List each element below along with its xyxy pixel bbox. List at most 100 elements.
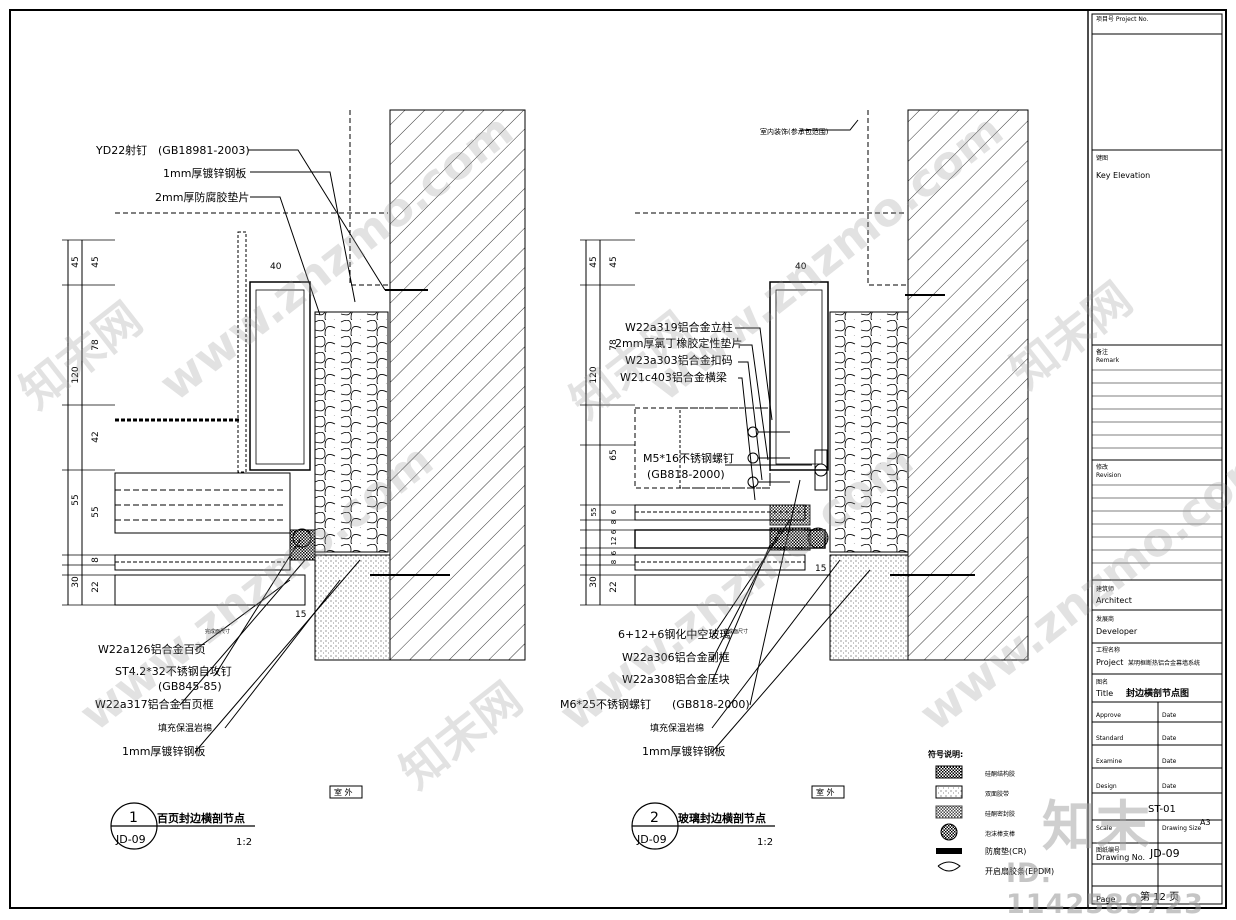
tb-design: Design bbox=[1096, 783, 1117, 790]
tb-title-cn: 图名 bbox=[1096, 678, 1108, 686]
tb-drawing-no-en: Drawing No. bbox=[1096, 853, 1145, 862]
tb-key-elevation-en: Key Elevation bbox=[1096, 171, 1150, 180]
left-dim-top: 40 bbox=[270, 262, 282, 272]
left-dim-value: 55 bbox=[91, 506, 101, 517]
right-dim-value: 6 bbox=[610, 529, 618, 534]
right-dim-value: 6 bbox=[610, 509, 618, 514]
left-label-steel-plate: 1mm厚镀锌钢板 bbox=[163, 166, 246, 180]
right-label-mullion: W22a319铝合金立柱 bbox=[625, 320, 733, 334]
legend-item-5: 防腐垫(CR) bbox=[985, 846, 1026, 856]
right-dim-bottom: 15 bbox=[815, 564, 826, 574]
right-label-gb818-b: (GB818-2000) bbox=[672, 698, 750, 711]
left-label-louver-frame: W22a317铝合金百页框 bbox=[95, 697, 214, 711]
left-floor-label: 完成面尺寸 bbox=[205, 628, 230, 635]
tb-scale-label: Scale bbox=[1096, 825, 1112, 832]
tb-approve: Approve bbox=[1096, 712, 1121, 719]
left-dim-value: 8 bbox=[91, 557, 101, 563]
right-label-gb818-a: (GB818-2000) bbox=[647, 468, 725, 481]
right-dim-value: 45 bbox=[609, 256, 619, 267]
tb-developer-en: Developer bbox=[1096, 627, 1138, 636]
right-label-subframe: W22a306铝合金副框 bbox=[622, 650, 730, 664]
right-dim-value: 78 bbox=[609, 339, 619, 351]
right-label-steel-bottom: 1mm厚镀锌钢板 bbox=[642, 744, 725, 758]
left-dim-value: 42 bbox=[91, 431, 101, 442]
legend-swatch-epdm bbox=[937, 861, 961, 872]
tb-remark-en: Remark bbox=[1096, 357, 1120, 364]
right-dim-value: 8 bbox=[610, 560, 618, 564]
legend-swatch-tape bbox=[935, 785, 963, 799]
left-dim-value: 45 bbox=[71, 256, 81, 267]
left-section-title: 百页封边横剖节点 bbox=[157, 811, 245, 825]
right-label-pressure-plate: W22a308铝合金压块 bbox=[622, 672, 730, 686]
legend-swatch-foam-rod bbox=[940, 823, 958, 841]
right-dim-value: 6 bbox=[610, 550, 618, 555]
tb-drawing-size: Drawing Size bbox=[1162, 825, 1201, 832]
legend-swatch-sealant bbox=[935, 805, 963, 819]
right-label-transom: W21c403铝合金横梁 bbox=[620, 370, 727, 384]
left-label-gb845: (GB845-85) bbox=[158, 680, 222, 693]
right-dim-value: 45 bbox=[589, 256, 599, 267]
tb-developer-cn: 发展商 bbox=[1096, 615, 1114, 623]
right-dim-value: 55 bbox=[590, 508, 598, 517]
right-label-glass: 6+12+6钢化中空玻璃 bbox=[618, 627, 730, 641]
left-label-steel-bottom: 1mm厚镀锌钢板 bbox=[122, 744, 205, 758]
right-section-scale: 1:2 bbox=[757, 837, 773, 848]
left-label-gasket: 2mm厚防腐胶垫片 bbox=[155, 190, 249, 204]
legend-item-4: 泡沫棒支棒 bbox=[985, 830, 1015, 838]
left-label-louver: W22a126铝合金百页 bbox=[98, 642, 206, 656]
right-dim-value: 120 bbox=[589, 366, 599, 383]
tb-scale-value: ST-01 bbox=[1148, 804, 1176, 815]
left-dim-value: 120 bbox=[71, 366, 81, 383]
right-section-number: 2 bbox=[650, 810, 659, 826]
tb-project-cn: 工程名称 bbox=[1096, 646, 1120, 654]
left-label-gb18981: (GB18981-2003) bbox=[158, 144, 250, 157]
tb-size-value: A3 bbox=[1200, 818, 1211, 827]
left-section-ref: JD-09 bbox=[115, 833, 146, 846]
left-dim-value: 45 bbox=[91, 256, 101, 267]
right-label-gasket: 2mm厚氯丁橡胶定性垫片 bbox=[615, 336, 742, 350]
left-dim-value: 78 bbox=[91, 339, 101, 351]
tb-drawing-no-cn: 图纸编号 bbox=[1096, 846, 1120, 854]
tb-revision-cn: 修改 bbox=[1096, 463, 1108, 471]
left-dim-value: 55 bbox=[71, 494, 81, 505]
right-outdoor-label: 室 外 bbox=[816, 787, 835, 797]
tb-examine: Examine bbox=[1096, 758, 1122, 765]
left-dim-value: 30 bbox=[71, 576, 81, 588]
tb-key-elevation-cn: 键图 bbox=[1096, 154, 1108, 162]
tb-project-en: Project bbox=[1096, 658, 1123, 667]
left-dim-bottom: 15 bbox=[295, 610, 306, 620]
legend-item-6: 开启扇胶条(EPDM) bbox=[985, 866, 1054, 876]
left-section-scale: 1:2 bbox=[236, 837, 252, 848]
tb-page-en: Page bbox=[1096, 895, 1115, 904]
tb-date-1: Date bbox=[1162, 712, 1177, 719]
tb-date-4: Date bbox=[1162, 783, 1177, 790]
legend-title: 符号说明: bbox=[928, 749, 963, 759]
tb-revision-en: Revision bbox=[1096, 472, 1121, 479]
legend-item-2: 双面胶带 bbox=[985, 790, 1009, 798]
right-label-wool: 填充保温岩棉 bbox=[650, 722, 704, 734]
right-label-clip: W23a303铝合金扣码 bbox=[625, 353, 733, 367]
right-floor-label: 完成面尺寸 bbox=[723, 628, 748, 635]
tb-architect-cn: 建筑师 bbox=[1096, 585, 1114, 593]
left-dim-value: 22 bbox=[91, 581, 101, 592]
right-label-m6-screw: M6*25不锈钢螺钉 bbox=[560, 698, 651, 711]
tb-date-3: Date bbox=[1162, 758, 1177, 765]
left-label-yd22: YD22射钉 bbox=[95, 143, 147, 157]
left-section-number: 1 bbox=[129, 810, 138, 826]
legend-swatch-structural bbox=[935, 765, 963, 779]
tb-title-en: Title bbox=[1095, 689, 1113, 698]
left-outdoor-label: 室 外 bbox=[334, 787, 353, 797]
right-dim-value: 22 bbox=[609, 581, 619, 592]
tb-project-value: 某明框断热铝合金幕墙系统 bbox=[1128, 659, 1200, 667]
symbol-legend: 符号说明: 硅酮结构胶 双面胶带 硅酮密封胶 泡沫棒支棒 防腐垫(CR) 开启扇… bbox=[928, 749, 1054, 876]
tb-page-value: 第 12 页 bbox=[1140, 890, 1179, 903]
left-label-wool: 填充保温岩棉 bbox=[158, 722, 212, 734]
tb-architect-en: Architect bbox=[1096, 596, 1132, 605]
right-label-interior: 室内装饰(参承包范围) bbox=[760, 127, 829, 136]
tb-date-2: Date bbox=[1162, 735, 1177, 742]
right-label-m5-screw: M5*16不锈钢螺钉 bbox=[643, 452, 734, 465]
right-dim-top: 40 bbox=[795, 262, 807, 272]
